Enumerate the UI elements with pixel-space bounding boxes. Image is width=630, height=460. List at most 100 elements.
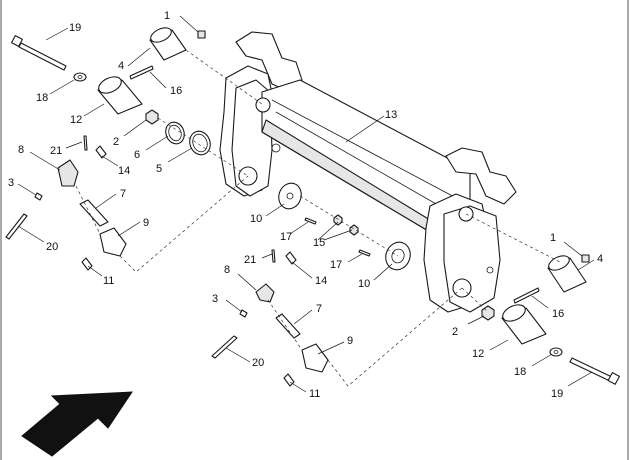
callout-19-lower: 19 bbox=[551, 388, 563, 400]
part-7-lever-lower bbox=[275, 313, 301, 339]
callout-20-lower: 20 bbox=[252, 357, 264, 369]
part-18-washer-lower bbox=[549, 347, 563, 357]
callout-labels: 1 2 3 4 5 6 7 8 9 10 11 12 13 14 15 16 1… bbox=[8, 10, 603, 400]
ring-inner bbox=[168, 124, 182, 142]
bolt-shank bbox=[569, 357, 615, 383]
callout-18-lower: 18 bbox=[514, 366, 526, 378]
callout-10-right: 10 bbox=[358, 278, 370, 290]
callout-4-lower: 4 bbox=[597, 253, 603, 265]
part-1-nut-upper bbox=[197, 30, 206, 39]
part-12-cylinder-lower bbox=[501, 304, 547, 345]
washer-inner bbox=[553, 350, 559, 354]
callout-19-upper: 19 bbox=[69, 22, 81, 34]
callout-2-upper: 2 bbox=[113, 136, 119, 148]
dash-latch-upper bbox=[75, 185, 101, 235]
ring-outer bbox=[165, 121, 185, 145]
ring-outer bbox=[189, 130, 211, 156]
dash-plate-lower bbox=[327, 287, 463, 387]
callout-10-left: 10 bbox=[250, 213, 262, 225]
callout-5: 5 bbox=[156, 163, 162, 175]
frame-tube-edge-upper bbox=[271, 99, 461, 201]
disc-center bbox=[391, 248, 405, 264]
part-16-bolt-upper bbox=[129, 65, 154, 80]
assembly-lines bbox=[75, 49, 561, 387]
part-18-washer-upper bbox=[73, 72, 87, 82]
pin-end bbox=[548, 255, 570, 271]
part-2-nut-lower bbox=[481, 305, 495, 321]
washer-outer bbox=[549, 347, 563, 357]
part-12-cylinder-upper bbox=[97, 76, 143, 115]
bolt-shank bbox=[18, 42, 67, 71]
disc-outer bbox=[278, 182, 302, 210]
frame-upper-left-bore bbox=[255, 97, 271, 113]
bolt-head bbox=[607, 372, 620, 385]
pin-end bbox=[150, 27, 172, 43]
part-20-rod-upper bbox=[5, 213, 28, 240]
callout-20-upper: 20 bbox=[46, 241, 58, 253]
part-11-pin-lower bbox=[283, 373, 295, 387]
part-1-nut-lower bbox=[581, 254, 590, 263]
callout-17-right: 17 bbox=[330, 259, 342, 271]
cylinder-end bbox=[98, 76, 122, 94]
part-2-nut-upper bbox=[145, 109, 159, 125]
callout-12-lower: 12 bbox=[472, 348, 484, 360]
callout-17-left: 17 bbox=[280, 231, 292, 243]
washer-outer bbox=[73, 72, 87, 82]
cylinder-end bbox=[502, 304, 526, 322]
main-frame-assembly bbox=[219, 31, 517, 313]
part-10-disc-left bbox=[278, 182, 302, 210]
frame-top-right-bracket bbox=[445, 147, 517, 205]
part-14-pin-upper bbox=[95, 145, 107, 159]
callout-3-upper: 3 bbox=[8, 177, 14, 189]
disc-center bbox=[286, 192, 294, 200]
callout-11-lower: 11 bbox=[309, 388, 320, 400]
frame-top-left-bracket bbox=[235, 31, 303, 93]
callout-7-upper: 7 bbox=[120, 188, 126, 200]
callout-9-upper: 9 bbox=[143, 217, 149, 229]
callout-6: 6 bbox=[134, 149, 140, 161]
ring-inner bbox=[192, 133, 208, 153]
part-4-pin-lower bbox=[547, 255, 587, 293]
part-14-pin-lower bbox=[285, 251, 297, 265]
part-8-latch-upper bbox=[57, 159, 79, 187]
part-5-ring bbox=[189, 130, 211, 156]
part-9-plate-upper bbox=[99, 227, 127, 257]
callout-9-lower: 9 bbox=[347, 335, 353, 347]
callout-18-upper: 18 bbox=[36, 92, 48, 104]
frame-tube-edge-lower bbox=[275, 111, 451, 213]
part-15-nut-a bbox=[333, 214, 343, 226]
dash-plate-upper bbox=[119, 175, 249, 273]
callout-1-lower: 1 bbox=[550, 232, 556, 244]
callout-15: 15 bbox=[313, 237, 325, 249]
dash-latch-lower bbox=[267, 299, 303, 351]
dash-discs bbox=[299, 195, 399, 257]
part-17-bolt-right bbox=[358, 249, 371, 257]
part-21-pin-lower bbox=[271, 249, 276, 263]
frame-left-hole bbox=[271, 143, 281, 153]
part-20-rod-lower bbox=[211, 335, 238, 359]
part-9-plate-lower bbox=[301, 343, 329, 373]
leader-lines bbox=[17, 15, 595, 393]
part-19-bolt-lower bbox=[569, 357, 620, 385]
callout-7-lower: 7 bbox=[316, 303, 322, 315]
callout-1-upper: 1 bbox=[164, 10, 170, 22]
callout-21-lower: 21 bbox=[244, 254, 256, 266]
part-21-pin-upper bbox=[83, 135, 88, 151]
part-3-spring-upper bbox=[34, 192, 43, 201]
callout-16-upper: 16 bbox=[170, 85, 182, 97]
washer-inner bbox=[77, 75, 83, 79]
part-8-latch-lower bbox=[255, 283, 275, 303]
callout-14-upper: 14 bbox=[118, 165, 130, 177]
callout-21-upper: 21 bbox=[50, 145, 62, 157]
part-4-pin-upper bbox=[149, 27, 187, 61]
frame-right-hole bbox=[486, 266, 494, 274]
callout-2-lower: 2 bbox=[452, 326, 458, 338]
part-17-bolt-center bbox=[304, 217, 317, 225]
callout-8-upper: 8 bbox=[18, 144, 24, 156]
callout-11-upper: 11 bbox=[103, 275, 114, 287]
part-6-ring bbox=[165, 121, 185, 145]
callout-16-lower: 16 bbox=[552, 308, 564, 320]
part-16-bolt-lower bbox=[513, 287, 540, 304]
callout-12-upper: 12 bbox=[70, 114, 82, 126]
